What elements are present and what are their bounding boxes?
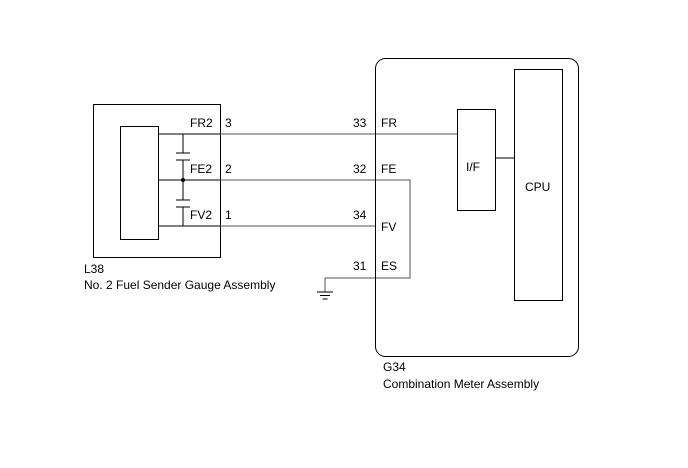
- meter-cpu-box: [514, 69, 563, 301]
- meter-pin-label-fr: FR: [381, 116, 397, 130]
- cpu-label: CPU: [525, 180, 550, 194]
- meter-name: Combination Meter Assembly: [383, 377, 539, 391]
- sender-junction-dot: [181, 178, 185, 182]
- sender-pin-number-3: 3: [225, 116, 232, 130]
- meter-pin-label-es: ES: [381, 259, 397, 273]
- sender-pin-number-1: 1: [225, 208, 232, 222]
- meter-code: G34: [383, 360, 406, 374]
- sender-code: L38: [84, 262, 104, 276]
- sender-name: No. 2 Fuel Sender Gauge Assembly: [84, 278, 275, 292]
- meter-assembly-box: [375, 58, 579, 357]
- wire-fe-es-loop: [220, 179, 411, 279]
- sender-assembly-box: [93, 104, 221, 258]
- sender-pin-label-fv2: FV2: [190, 208, 212, 222]
- sender-pin-label-fe2: FE2: [190, 162, 212, 176]
- ground-icon: [317, 291, 333, 300]
- meter-pin-number-34: 34: [353, 208, 367, 222]
- sender-pin-number-2: 2: [225, 162, 232, 176]
- sender-element: [120, 126, 159, 240]
- meter-pin-number-31: 31: [353, 259, 367, 273]
- meter-pin-number-33: 33: [353, 116, 367, 130]
- sender-pin-label-fr2: FR2: [190, 116, 213, 130]
- interface-label: I/F: [466, 160, 480, 174]
- meter-pin-label-fv: FV: [381, 220, 396, 234]
- meter-pin-label-fe: FE: [381, 162, 396, 176]
- wire-ground: [324, 277, 376, 292]
- meter-interface-box: [457, 109, 496, 211]
- meter-pin-number-32: 32: [353, 162, 367, 176]
